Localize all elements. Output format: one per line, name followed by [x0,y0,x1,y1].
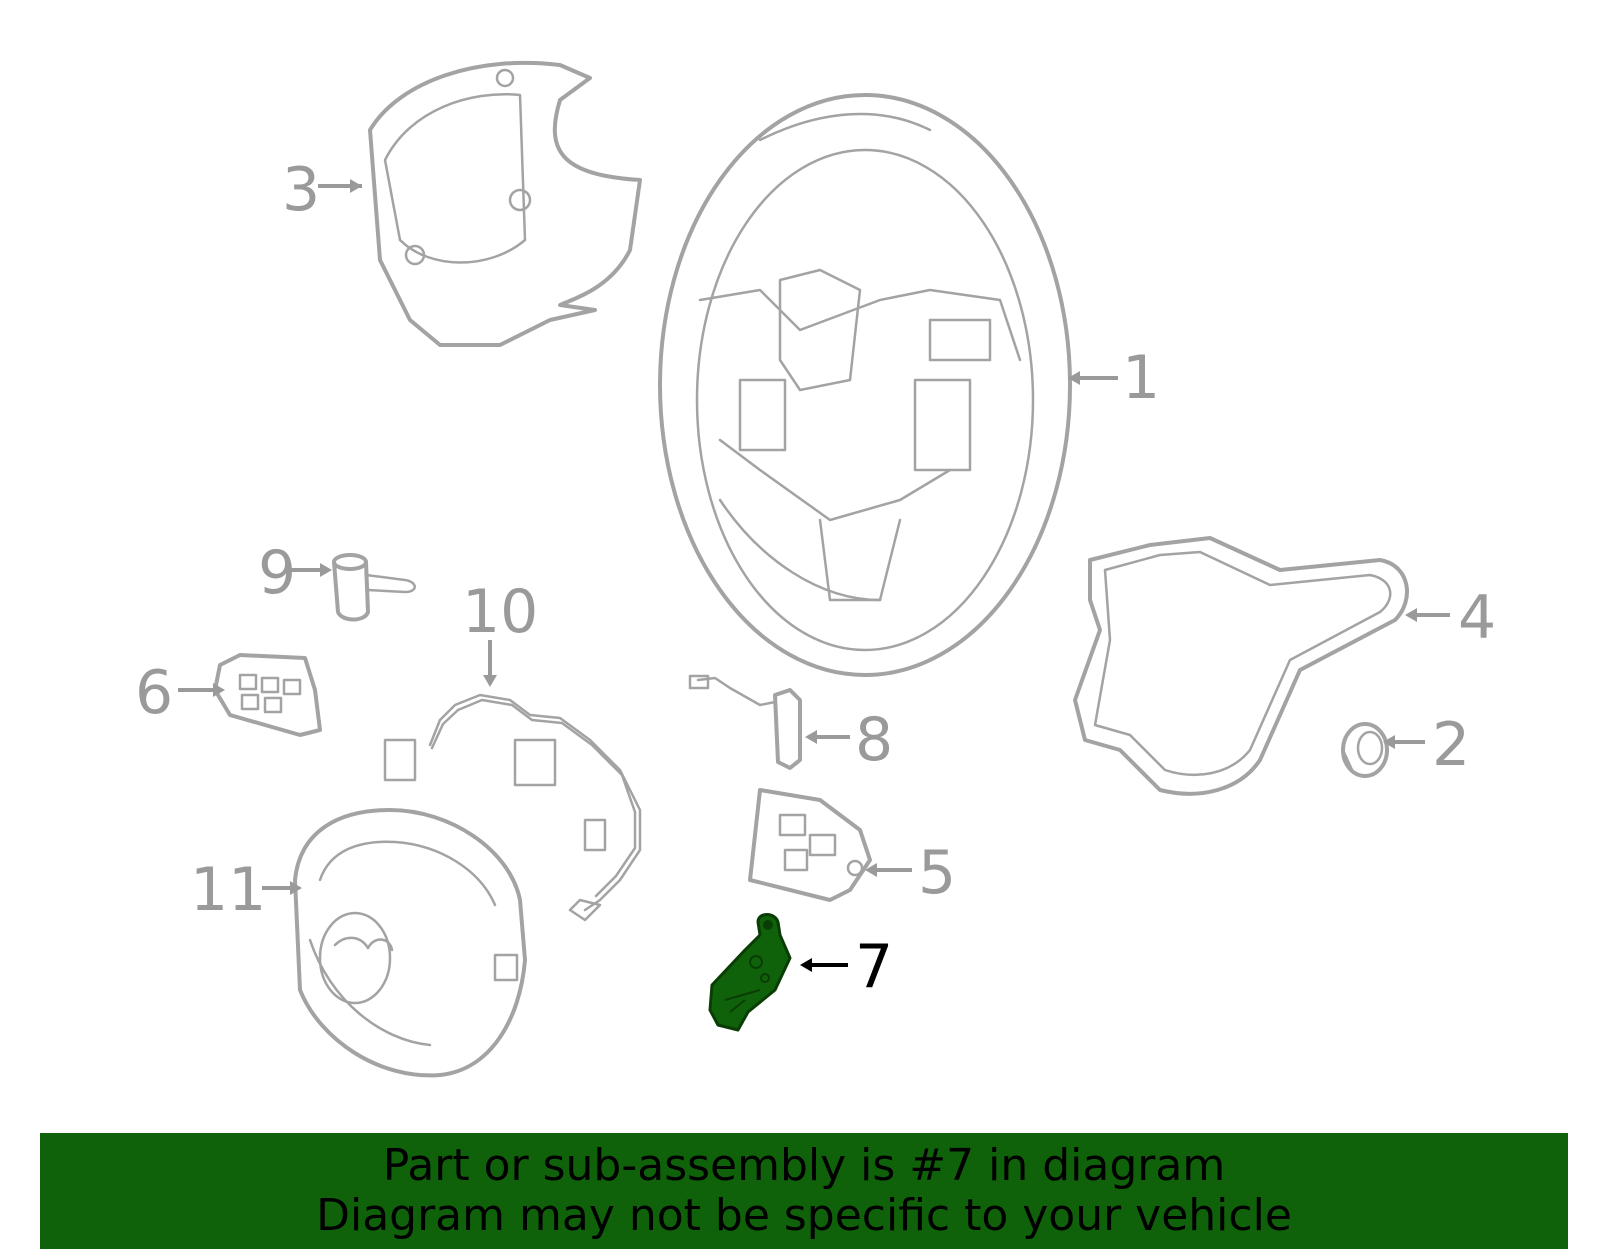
part-6-small-switch [213,653,322,737]
part-1-steering-wheel [658,93,1072,677]
callout-4: 4 [1458,583,1496,653]
callout-3: 3 [282,155,320,225]
info-banner: Part or sub-assembly is #7 in diagram Di… [40,1133,1568,1249]
part-8-switch [688,674,802,770]
leader-lines [178,179,1450,972]
part-11-airbag [293,808,527,1078]
callout-1: 1 [1122,343,1160,413]
part-9-sleeve [332,553,416,622]
part-5-switch-panel [748,788,872,902]
callout-7: 7 [855,932,893,1002]
part-10-wiring-harness [383,693,642,922]
callout-9: 9 [258,538,296,608]
callout-2: 2 [1432,710,1470,780]
part-3-rear-cover [368,60,642,347]
part-2-ring [1341,722,1389,778]
callout-8: 8 [855,705,893,775]
callout-10: 10 [462,577,538,647]
banner-line-1: Part or sub-assembly is #7 in diagram [382,1140,1226,1191]
callout-6: 6 [135,658,173,728]
callout-11: 11 [190,855,266,925]
part-7-bracket [708,913,792,1032]
banner-line-2: Diagram may not be specific to your vehi… [316,1190,1292,1241]
part-4-bezel [1073,536,1409,796]
callout-5: 5 [918,838,956,908]
